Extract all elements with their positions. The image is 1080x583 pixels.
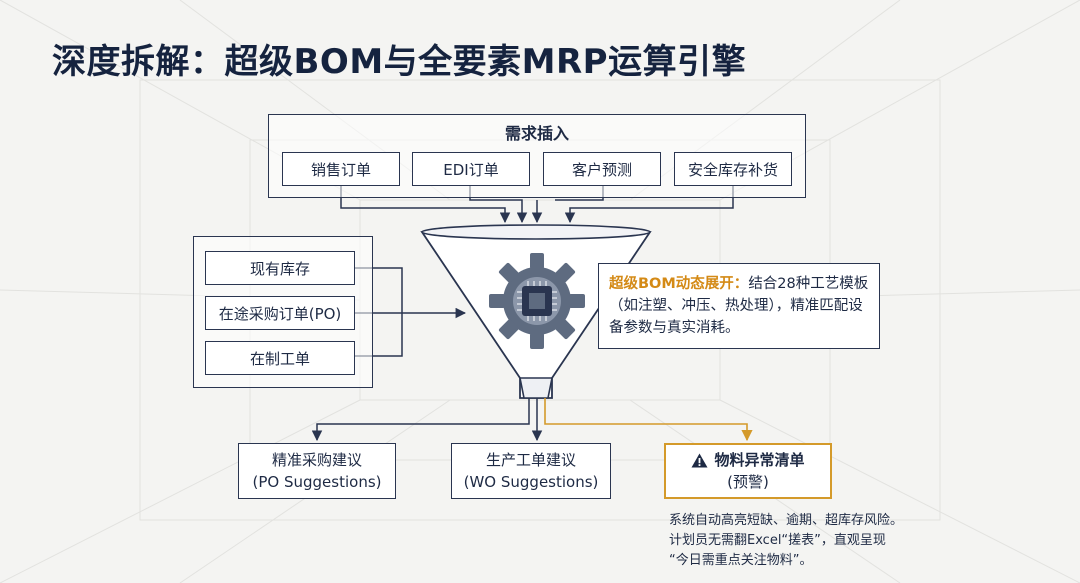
- note-line-1: 系统自动高亮短缺、逾期、超库存风险。: [669, 513, 904, 528]
- demand-safety-stock: 安全库存补货: [674, 152, 792, 186]
- demand-sales-order: 销售订单: [282, 152, 400, 186]
- demand-title: 需求插入: [504, 124, 569, 143]
- alert-line2: (预警): [727, 473, 769, 491]
- wo-line2: (WO Suggestions): [463, 473, 599, 491]
- output-po-suggestions: 精准采购建议 (PO Suggestions): [238, 443, 396, 499]
- output-wo-suggestions: 生产工单建议 (WO Suggestions): [451, 443, 611, 499]
- demand-customer-forecast: 客户预测: [543, 152, 661, 186]
- alert-line1: 物料异常清单: [714, 451, 805, 469]
- supply-on-hand: 现有库存: [205, 251, 355, 285]
- warning-icon: [691, 453, 708, 467]
- engine-highlight: 超级BOM动态展开：: [609, 276, 749, 292]
- supply-po-in-transit: 在途采购订单(PO): [205, 296, 355, 330]
- wo-line1: 生产工单建议: [485, 451, 576, 469]
- gear-chip-icon: [489, 253, 585, 349]
- supply-wip-order: 在制工单: [205, 341, 355, 375]
- alert-note: 系统自动高亮短缺、逾期、超库存风险。 计划员无需翻Excel“搓表”，直观呈现 …: [669, 511, 969, 571]
- po-line1: 精准采购建议: [271, 451, 362, 469]
- engine-text: 结合28种工艺模板（如注塑、冲压、热处理），精准匹配设备参数与真实消耗。: [609, 276, 869, 336]
- demand-edi-order: EDI订单: [412, 152, 530, 186]
- note-line-3: “今日需重点关注物料”。: [669, 553, 813, 568]
- page-title: 深度拆解：超级BOM与全要素MRP运算引擎: [52, 42, 747, 82]
- po-line2: (PO Suggestions): [252, 473, 382, 491]
- engine-description: 超级BOM动态展开：结合28种工艺模板（如注塑、冲压、热处理），精准匹配设备参数…: [598, 263, 880, 349]
- note-line-2: 计划员无需翻Excel“搓表”，直观呈现: [669, 533, 886, 548]
- output-alert-list: 物料异常清单 (预警): [664, 443, 832, 499]
